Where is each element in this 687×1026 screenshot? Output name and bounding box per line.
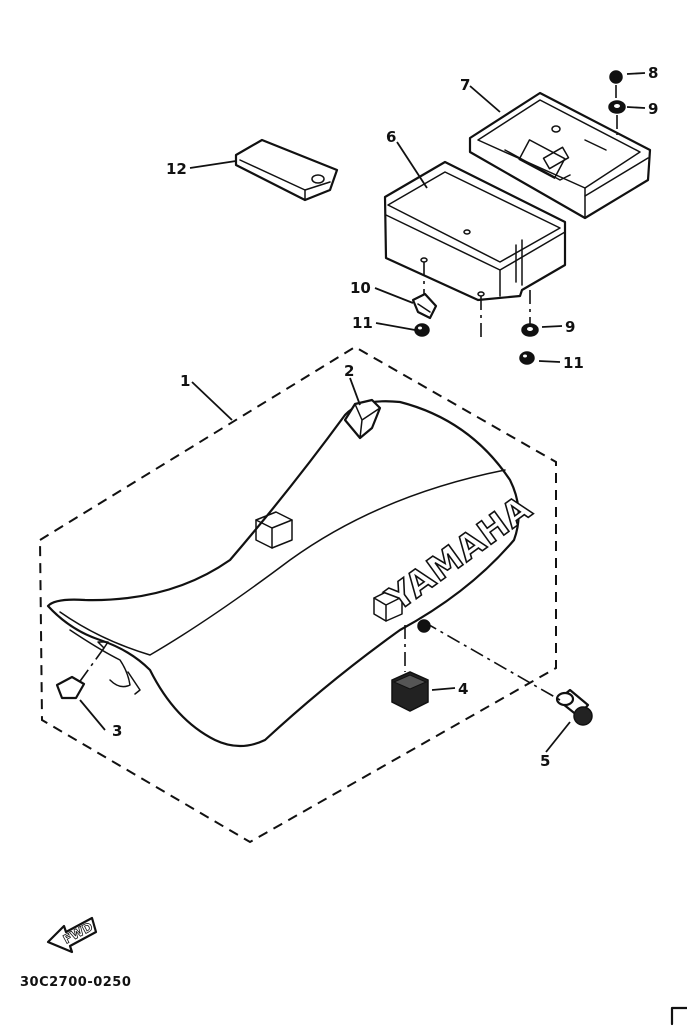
callout-9-bottom: 9 — [565, 318, 575, 336]
part-6-box — [383, 160, 567, 340]
corner-crop-mark — [670, 1006, 687, 1026]
part-7-tray — [468, 91, 652, 220]
part-9-washer-top — [608, 100, 626, 114]
part-5-bolt — [417, 619, 593, 726]
callout-10: 10 — [350, 279, 371, 297]
seat-assembly-dashed-outline — [38, 345, 557, 844]
callout-11-left: 11 — [352, 314, 373, 332]
part-9-washer-bottom — [521, 323, 539, 337]
callout-9-top: 9 — [648, 100, 658, 118]
part-8-screw — [609, 70, 623, 135]
part-3-latch — [55, 641, 109, 700]
callout-4: 4 — [458, 680, 468, 698]
part-10-clip — [411, 292, 438, 320]
callout-8: 8 — [648, 64, 658, 82]
callout-5: 5 — [540, 752, 550, 770]
part-4-damper — [391, 625, 429, 712]
part-11-nut-right — [519, 351, 535, 365]
diagram-code: 30C2700-0250 — [20, 975, 131, 990]
part-2-hook — [343, 398, 382, 440]
leader-lines — [79, 72, 646, 753]
callout-1: 1 — [180, 372, 190, 390]
fwd-arrow-icon: FWD — [46, 916, 98, 954]
callout-2: 2 — [344, 362, 354, 380]
callout-11-right: 11 — [563, 354, 584, 372]
callout-12: 12 — [166, 160, 187, 178]
part-12-cover — [234, 138, 339, 202]
part-11-nut-left — [414, 323, 430, 337]
callout-7: 7 — [460, 76, 470, 94]
callout-3: 3 — [112, 722, 122, 740]
callout-6: 6 — [386, 128, 396, 146]
